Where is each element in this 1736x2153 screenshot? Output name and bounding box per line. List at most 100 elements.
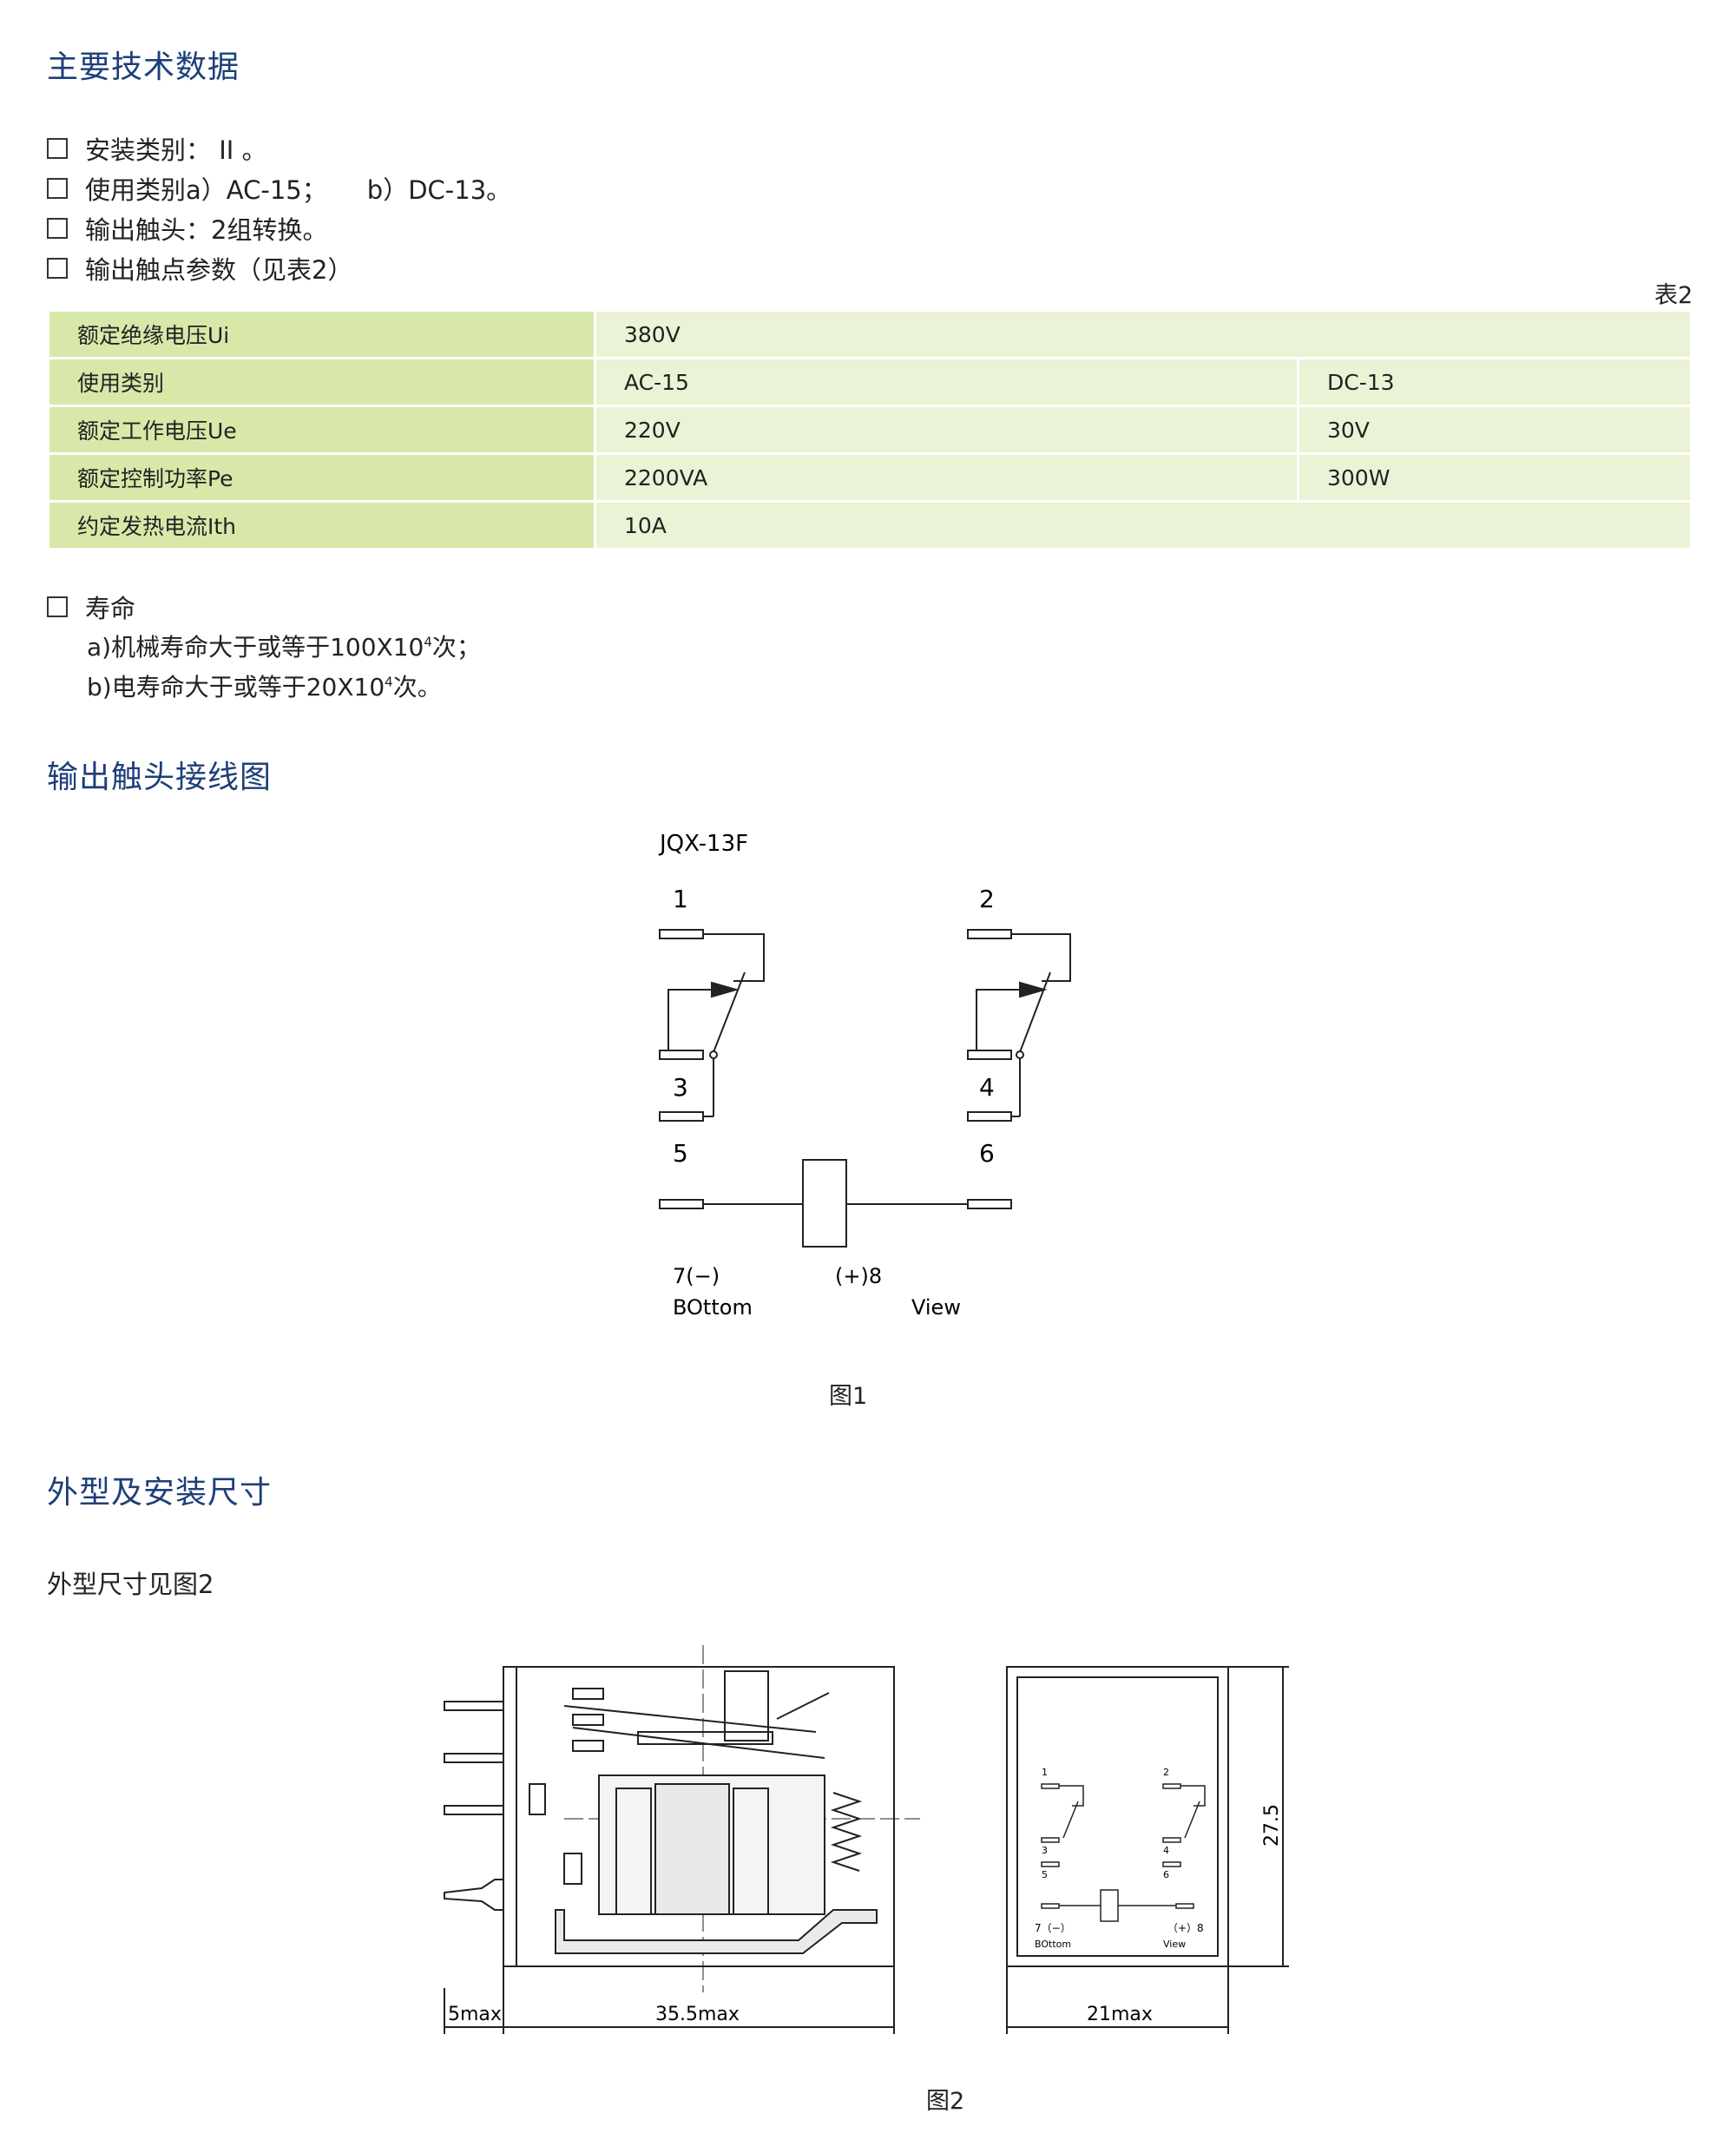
- pin: [444, 1879, 504, 1911]
- table-cell-label: 额定绝缘电压Ui: [47, 309, 596, 359]
- table-row: 额定控制功率Pe 2200VA 300W: [47, 452, 1693, 503]
- contact-wire: [976, 989, 1020, 1050]
- table-cell-value: 10A: [594, 500, 1693, 550]
- contact: [572, 1740, 604, 1752]
- table-row: 约定发热电流Ith 10A: [47, 500, 1693, 550]
- mini-coil-minus: 7（−）: [1035, 1922, 1071, 1934]
- terminal-7: [659, 1199, 704, 1209]
- mini-pin-4: 4: [1163, 1845, 1169, 1856]
- core: [654, 1783, 730, 1915]
- table-cell-value: 300W: [1297, 452, 1693, 503]
- pin: [444, 1753, 504, 1763]
- pin-label-6: 6: [979, 1139, 995, 1168]
- table-cell-value: 380V: [594, 309, 1693, 359]
- mini-pin-1: 1: [1042, 1767, 1048, 1778]
- bullet-use-category: 使用类别a）AC-15； b）DC-13。: [47, 170, 511, 207]
- pin-label-4: 4: [979, 1073, 995, 1102]
- dim-width: 21max: [1087, 2004, 1153, 2025]
- checkbox-icon: [47, 258, 68, 279]
- dim-length: 35.5max: [655, 2004, 740, 2025]
- mini-bottom: BOttom: [1035, 1939, 1071, 1950]
- terminal-6: [967, 1111, 1012, 1122]
- life-mechanical: a)机械寿命大于或等于100X104次；: [87, 633, 481, 662]
- section-title-dims: 外型及安装尺寸: [47, 1475, 273, 1511]
- switch-blade: [1019, 971, 1051, 1053]
- pin: [444, 1805, 504, 1815]
- table-row: 额定工作电压Ue 220V 30V: [47, 405, 1693, 455]
- life-electrical: b)电寿命大于或等于20X104次。: [87, 673, 442, 701]
- relay-body-end: [1006, 1666, 1229, 1967]
- terminal-8: [967, 1199, 1012, 1209]
- coil-winding: [615, 1788, 652, 1915]
- dims-note: 外型尺寸见图2: [47, 1570, 214, 1599]
- table-cell-value: DC-13: [1297, 357, 1693, 407]
- spec-table: 额定绝缘电压Ui 380V 使用类别 AC-15 DC-13 额定工作电压Ue …: [47, 309, 1693, 550]
- terminal-2: [967, 929, 1012, 939]
- mini-pin-3: 3: [1042, 1845, 1048, 1856]
- model-label: JQX-13F: [658, 831, 748, 857]
- table-cell-value: 2200VA: [594, 452, 1299, 503]
- contact: [572, 1714, 604, 1726]
- socket-tab: [529, 1783, 546, 1815]
- checkbox-icon: [47, 138, 68, 159]
- table-cell-label: 额定控制功率Pe: [47, 452, 596, 503]
- table-cell-label: 额定工作电压Ue: [47, 405, 596, 455]
- switch-pivot: [1016, 1050, 1024, 1059]
- mini-pin-5: 5: [1042, 1869, 1048, 1880]
- table-cell-label: 使用类别: [47, 357, 596, 407]
- table-cell-value: AC-15: [594, 357, 1299, 407]
- section-title-wiring: 输出触头接线图: [47, 760, 273, 795]
- table-row: 额定绝缘电压Ui 380V: [47, 309, 1693, 359]
- pin-label-2: 2: [979, 885, 995, 913]
- terminal-3: [659, 1050, 704, 1060]
- mini-view: View: [1163, 1939, 1186, 1950]
- figure-1-caption: 图1: [829, 1383, 868, 1410]
- coil: [802, 1159, 847, 1248]
- coil-plus-label: (+)8: [835, 1264, 882, 1288]
- switch-blade: [713, 971, 746, 1053]
- contact-wire: [667, 989, 712, 1050]
- terminal-1: [659, 929, 704, 939]
- bullet-install-category: 安装类别： II 。: [47, 130, 267, 167]
- bottom-label: BOttom: [673, 1295, 753, 1320]
- dimension-drawing: 5max 35.5max 21max 27.5 1 2 3 4 5 6 7（−）…: [444, 1645, 1289, 2034]
- view-label: View: [911, 1295, 961, 1320]
- table-cell-label: 约定发热电流Ith: [47, 500, 596, 550]
- terminal-tab: [563, 1853, 582, 1885]
- contact: [572, 1688, 604, 1700]
- mini-pin-2: 2: [1163, 1767, 1169, 1778]
- spring: [830, 1792, 863, 1872]
- bullet-output-contacts: 输出触头：2组转换。: [47, 210, 327, 247]
- mini-coil-plus: （+）8: [1167, 1922, 1204, 1934]
- table-row: 使用类别 AC-15 DC-13: [47, 357, 1693, 407]
- table-cell-value: 220V: [594, 405, 1299, 455]
- section-title-tech: 主要技术数据: [47, 49, 240, 85]
- mini-pin-6: 6: [1163, 1869, 1169, 1880]
- pin: [444, 1701, 504, 1711]
- terminal-4: [967, 1050, 1012, 1060]
- pin-label-1: 1: [673, 885, 688, 913]
- contact-arrow-icon: [1019, 981, 1048, 998]
- actuator: [724, 1670, 769, 1741]
- yoke: [555, 1909, 878, 1954]
- bullet-contact-params: 输出触点参数（见表2）: [47, 250, 352, 286]
- terminal-5: [659, 1111, 704, 1122]
- switch-pivot: [709, 1050, 718, 1059]
- contact-wire: [703, 933, 765, 982]
- dim-height: 27.5: [1261, 1804, 1283, 1847]
- table-cell-value: 30V: [1297, 405, 1693, 455]
- checkbox-icon: [47, 596, 68, 617]
- checkbox-icon: [47, 178, 68, 199]
- contact-wire: [1011, 933, 1071, 982]
- figure-2-caption: 图2: [926, 2088, 965, 2115]
- pin-label-3: 3: [673, 1073, 688, 1102]
- checkbox-icon: [47, 218, 68, 239]
- relay-body-side: [503, 1666, 895, 1967]
- bullet-life: 寿命: [47, 589, 135, 625]
- contact-arrow-icon: [711, 981, 740, 998]
- coil-winding: [733, 1788, 769, 1915]
- coil-minus-label: 7(−): [673, 1264, 720, 1288]
- dim-pin-length: 5max: [448, 2004, 502, 2025]
- mini-coil: [1100, 1889, 1119, 1922]
- table-caption: 表2: [1654, 282, 1693, 309]
